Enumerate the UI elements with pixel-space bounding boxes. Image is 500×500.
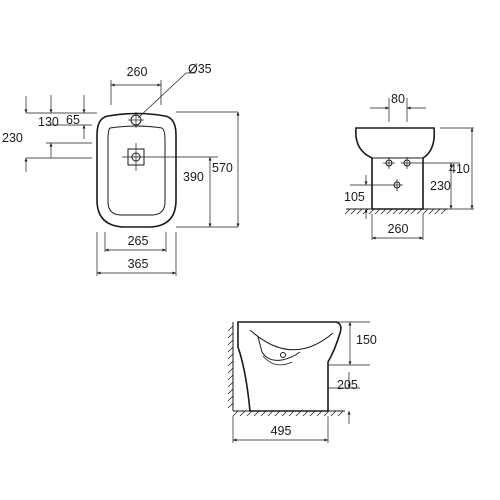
dim-230: 230 (2, 131, 23, 145)
wall-hatching (227, 325, 234, 409)
dim-410: 410 (449, 162, 470, 176)
dim-205: 205 (337, 378, 358, 392)
drain-hole-symbol (122, 143, 150, 171)
dim-230-front: 230 (430, 179, 451, 193)
front-tap-symbols (383, 157, 413, 191)
floor-hatching-side (232, 410, 344, 417)
bidet-outline-side (237, 321, 342, 412)
dim-130: 130 (38, 115, 59, 129)
dim-265: 265 (128, 234, 149, 248)
bidet-outline-top (96, 112, 177, 228)
side-view: 150 205 495 (227, 321, 377, 443)
dim-570: 570 (212, 161, 233, 175)
tap-hole-symbol (128, 112, 144, 128)
dim-hole-diameter: Ø35 (188, 62, 212, 76)
dim-390: 390 (183, 170, 204, 184)
top-view: 260 Ø35 65 130 230 390 570 265 (2, 62, 240, 276)
dim-65: 65 (66, 113, 80, 127)
dim-260-front: 260 (388, 222, 409, 236)
dim-495: 495 (271, 424, 292, 438)
dim-150: 150 (356, 333, 377, 347)
dim-105: 105 (344, 190, 365, 204)
dim-hole-spacing: 260 (127, 65, 148, 79)
dim-80: 80 (391, 92, 405, 106)
dim-365: 365 (128, 257, 149, 271)
bidet-outline-front (355, 127, 436, 210)
front-view: 80 410 230 105 260 (344, 92, 474, 240)
